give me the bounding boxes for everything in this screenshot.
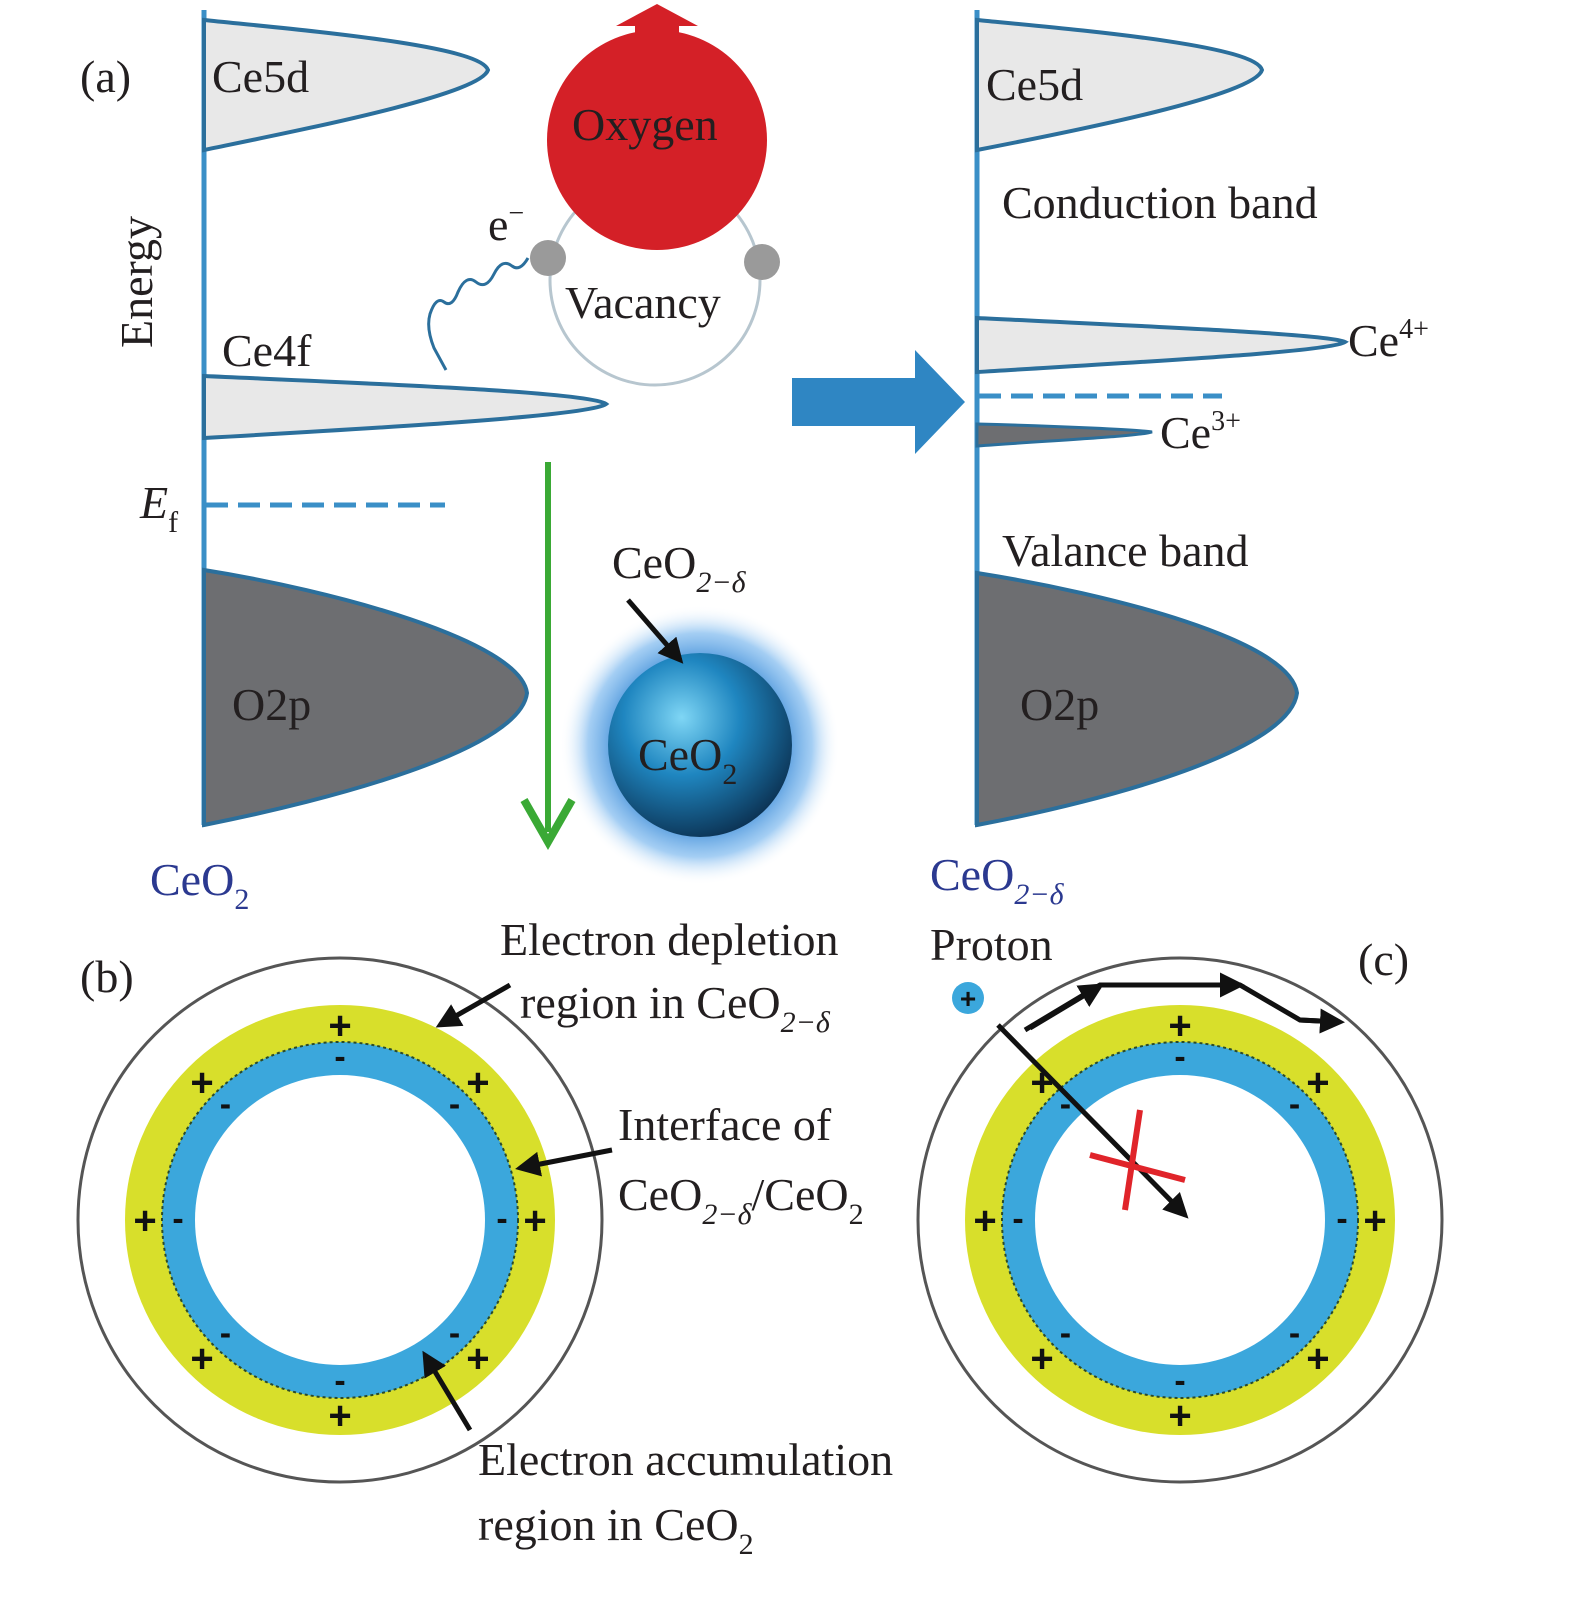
core-shell-cross-section-b — [76, 956, 604, 1484]
interface-label-line1: Interface of — [618, 1099, 832, 1150]
positive-charge-sign: + — [190, 1061, 213, 1105]
positive-charge-sign: + — [466, 1061, 489, 1105]
negative-charge-sign: - — [449, 1085, 460, 1123]
vacancy-site-right — [744, 244, 780, 280]
positive-charge-sign: + — [1030, 1337, 1053, 1381]
valence-band-label: Valance band — [1002, 525, 1249, 576]
panel-label-c: (c) — [1358, 934, 1409, 985]
o2p-band-left — [202, 567, 530, 828]
ce4f-band-left — [202, 373, 610, 441]
positive-charge-sign: + — [328, 1004, 351, 1048]
ce5d-label-right: Ce5d — [986, 59, 1083, 110]
core-shell-cross-section-c — [916, 956, 1444, 1484]
positive-charge-sign: + — [466, 1337, 489, 1381]
negative-charge-sign: - — [496, 1200, 507, 1238]
material-label-ceo2-delta: CeO2−δ — [930, 849, 1065, 911]
charge-signs-b: +-+-+-+-+-+-+-+- — [133, 1004, 546, 1438]
nanoparticle-core — [608, 653, 792, 837]
oxygen-release-arrow-icon — [616, 4, 698, 42]
core-label: CeO2 — [638, 729, 737, 791]
proton-charge: + — [960, 983, 976, 1014]
proton-particle — [952, 982, 984, 1014]
negative-charge-sign: - — [1012, 1200, 1023, 1238]
ce5d-label-left: Ce5d — [212, 51, 309, 102]
o2p-label-left: O2p — [232, 679, 311, 730]
negative-charge-sign: - — [1060, 1315, 1071, 1353]
depletion-label-line2: region in CeO2−δ — [520, 977, 831, 1039]
negative-charge-sign: - — [1174, 1362, 1185, 1400]
blocked-proton-path-arrow — [996, 1023, 1189, 1219]
vacancy-site-left — [530, 240, 566, 276]
negative-charge-sign: - — [334, 1362, 345, 1400]
positive-charge-sign: + — [1363, 1199, 1386, 1243]
interface-line-c — [1001, 1041, 1359, 1399]
ce5d-band-left — [202, 17, 491, 153]
depletion-pointer-arrow — [435, 982, 512, 1028]
core-interior-c — [1035, 1075, 1325, 1365]
energy-axis-label: Energy — [111, 216, 162, 348]
interface-line-b — [161, 1041, 519, 1399]
blocked-cross-icon — [1089, 1109, 1186, 1211]
electron-path — [427, 257, 530, 371]
accumulation-label-line1: Electron accumulation — [478, 1434, 893, 1485]
ce4plus-band — [975, 315, 1349, 375]
o2p-band-right — [975, 570, 1300, 828]
ce3plus-label: Ce3+ — [1160, 406, 1241, 458]
negative-charge-sign: - — [334, 1038, 345, 1076]
conduction-band-label: Conduction band — [1002, 177, 1318, 228]
charge-signs-c: +-+-+-+-+-+-+-+- — [973, 1004, 1386, 1438]
positive-charge-sign: + — [1306, 1061, 1329, 1105]
fermi-level-label: Ef — [139, 477, 178, 539]
positive-charge-sign: + — [190, 1337, 213, 1381]
ce5d-band-right — [975, 17, 1265, 153]
ce4plus-label: Ce4+ — [1348, 314, 1429, 366]
interface-pointer-arrow — [515, 1147, 613, 1177]
shell-pointer-arrow — [626, 598, 684, 664]
shell-label: CeO2−δ — [612, 537, 747, 599]
transition-arrow-icon — [792, 350, 965, 454]
panel-label-a: (a) — [80, 51, 131, 102]
positive-charge-sign: + — [1168, 1004, 1191, 1048]
core-interior-b — [195, 1075, 485, 1365]
positive-charge-sign: + — [973, 1199, 996, 1243]
negative-charge-sign: - — [172, 1200, 183, 1238]
positive-charge-sign: + — [1030, 1061, 1053, 1105]
positive-charge-sign: + — [1306, 1337, 1329, 1381]
negative-charge-sign: - — [1289, 1315, 1300, 1353]
depletion-label-line1: Electron depletion — [500, 914, 839, 965]
positive-charge-sign: + — [133, 1199, 156, 1243]
o2p-label-right: O2p — [1020, 679, 1099, 730]
negative-charge-sign: - — [1174, 1038, 1185, 1076]
negative-charge-sign: - — [1060, 1085, 1071, 1123]
vacancy-label: Vacancy — [565, 277, 721, 328]
proton-label: Proton — [930, 919, 1053, 970]
ce4f-label-left: Ce4f — [222, 325, 312, 376]
electron-label: e− — [488, 198, 524, 250]
panel-label-b: (b) — [80, 951, 134, 1002]
oxygen-label: Oxygen — [572, 99, 718, 150]
positive-charge-sign: + — [1168, 1394, 1191, 1438]
material-label-ceo2: CeO2 — [150, 854, 249, 916]
negative-charge-sign: - — [1336, 1200, 1347, 1238]
accumulation-label-line2: region in CeO2 — [478, 1499, 754, 1561]
oxygen-atom — [547, 30, 767, 250]
reduction-arrow-icon — [520, 798, 576, 851]
negative-charge-sign: - — [1289, 1085, 1300, 1123]
negative-charge-sign: - — [220, 1085, 231, 1123]
negative-charge-sign: - — [449, 1315, 460, 1353]
positive-charge-sign: + — [523, 1199, 546, 1243]
negative-charge-sign: - — [220, 1315, 231, 1353]
ce3plus-band — [975, 422, 1153, 448]
interface-label-line2: CeO2−δ/CeO2 — [618, 1169, 864, 1231]
positive-charge-sign: + — [328, 1394, 351, 1438]
accumulation-pointer-arrow — [422, 1350, 473, 1432]
